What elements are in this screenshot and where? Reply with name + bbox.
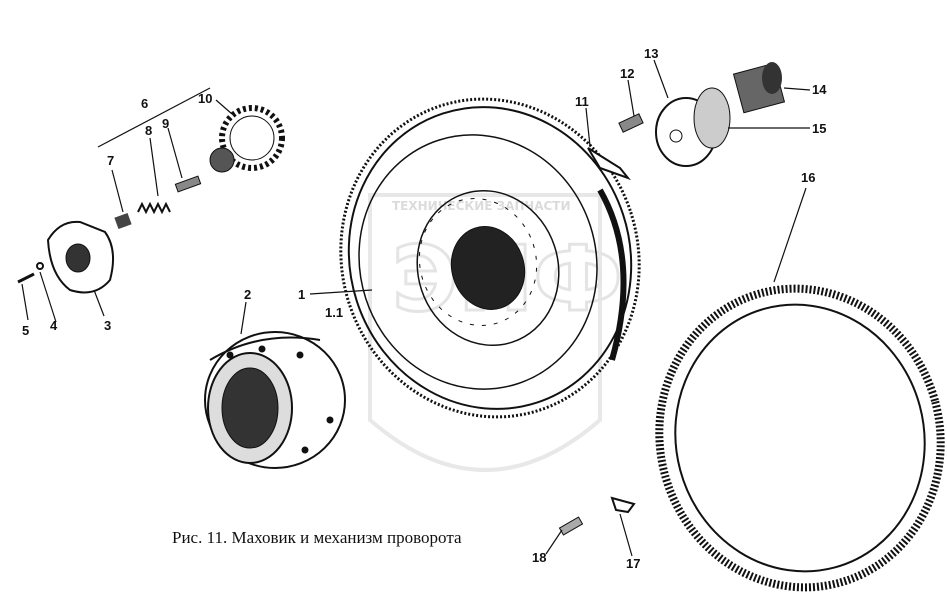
crank-shaft bbox=[732, 62, 786, 114]
callout-3: 3 bbox=[104, 318, 111, 333]
callout-18: 18 bbox=[532, 550, 546, 565]
callout-11: 11 bbox=[575, 94, 589, 109]
callout-16: 16 bbox=[801, 170, 815, 185]
figure-caption: Рис. 11. Маховик и механизм проворота bbox=[172, 528, 462, 547]
callout-8: 8 bbox=[145, 123, 152, 138]
ring-gear bbox=[655, 284, 945, 592]
leader-lines bbox=[21, 59, 811, 557]
lock-washer bbox=[610, 496, 636, 514]
callout-12: 12 bbox=[620, 66, 634, 81]
callout-5: 5 bbox=[22, 323, 29, 338]
bolt bbox=[174, 175, 202, 193]
callout-17: 17 bbox=[626, 556, 640, 571]
cover-plate bbox=[46, 220, 115, 294]
callout-4: 4 bbox=[50, 318, 58, 333]
callout-6: 6 bbox=[141, 96, 148, 111]
watermark-text: ТЕХНИЧЕСКИЕ ЗАПЧАСТИ bbox=[392, 199, 571, 213]
crank-gear bbox=[209, 105, 285, 173]
lock-plate bbox=[587, 147, 631, 181]
hub bbox=[204, 331, 346, 469]
pin bbox=[618, 113, 644, 133]
washer bbox=[36, 262, 44, 270]
callout-10: 10 bbox=[198, 91, 212, 106]
callout-7: 7 bbox=[107, 153, 114, 168]
callout-15: 15 bbox=[812, 121, 826, 136]
plug bbox=[114, 212, 132, 230]
callout-1-1: 1.1 bbox=[325, 305, 343, 320]
callout-1: 1 bbox=[298, 287, 305, 302]
crank-housing bbox=[655, 87, 731, 167]
screw bbox=[17, 272, 35, 284]
callout-2: 2 bbox=[244, 287, 251, 302]
flywheel bbox=[339, 97, 641, 419]
callout-14: 14 bbox=[812, 82, 827, 97]
spring bbox=[137, 201, 171, 215]
dowel bbox=[558, 516, 584, 536]
callout-13: 13 bbox=[644, 46, 658, 61]
callout-9: 9 bbox=[162, 116, 169, 131]
